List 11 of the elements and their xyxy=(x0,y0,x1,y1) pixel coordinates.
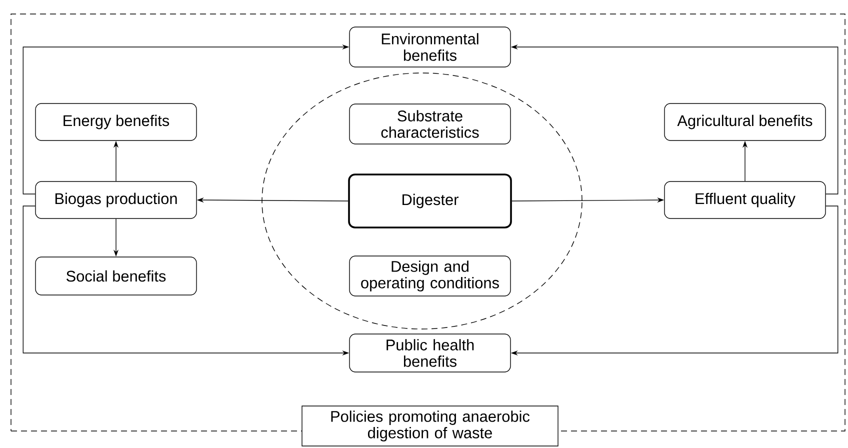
process-box: Design and operating conditions xyxy=(349,256,511,296)
process-box: Environmental benefits xyxy=(349,26,511,68)
process-box: Agricultural benefits xyxy=(664,103,826,141)
process-box: Social benefits xyxy=(35,256,197,296)
process-box: Substrate characteristics xyxy=(349,104,511,144)
process-box: Energy benefits xyxy=(35,103,197,141)
dashed-ellipse xyxy=(262,72,582,330)
process-box: Effluent quality xyxy=(664,181,826,219)
digester-box: Digester xyxy=(348,174,512,228)
process-box: Public health benefits xyxy=(349,334,511,372)
process-box: Biogas production xyxy=(35,181,197,219)
